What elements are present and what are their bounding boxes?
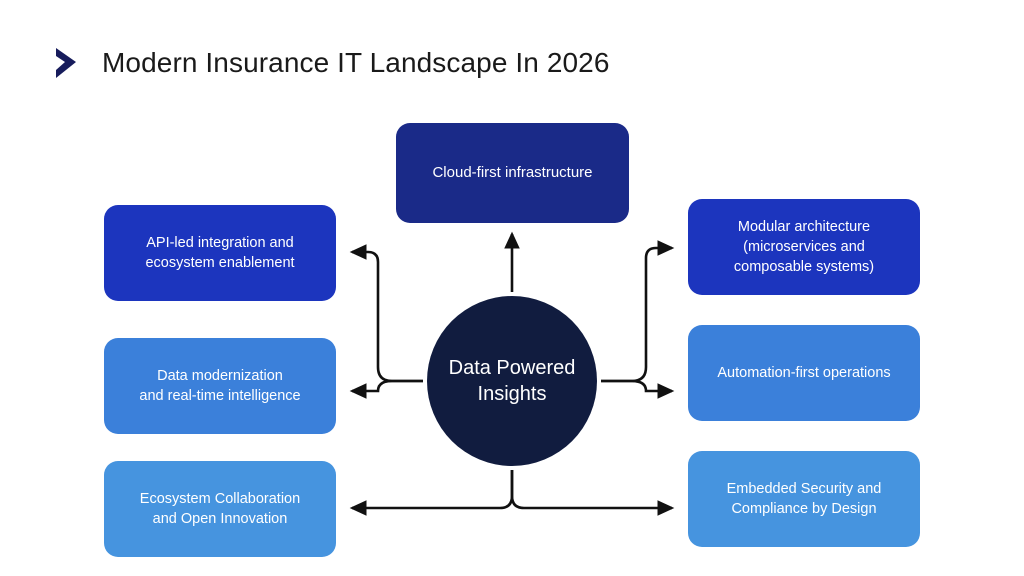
node-embedded-security-compliance[interactable]: Embedded Security and Compliance by Desi… [688, 451, 920, 547]
node-ecosystem-collaboration[interactable]: Ecosystem Collaboration and Open Innovat… [104, 461, 336, 557]
node-center-data-powered-insights[interactable]: Data Powered Insights [427, 296, 597, 466]
node-label: Modular architecture (microservices and … [733, 219, 875, 275]
node-cloud-first-infrastructure[interactable]: Cloud-first infrastructure [396, 123, 629, 223]
node-label: Embedded Security and Compliance by Desi… [726, 481, 882, 517]
arrow-to-embedded-security [510, 470, 675, 516]
node-label: Cloud-first infrastructure [432, 163, 593, 181]
arrow-to-data-modernization [349, 379, 423, 399]
page-header: Modern Insurance IT Landscape In 2026 [52, 46, 610, 80]
arrow-to-automation-first [601, 379, 675, 399]
page-title: Modern Insurance IT Landscape In 2026 [102, 46, 610, 78]
node-label: API-led integration and ecosystem enable… [145, 235, 295, 271]
node-data-modernization[interactable]: Data modernization and real-time intelli… [104, 338, 336, 434]
node-label: Ecosystem Collaboration and Open Innovat… [139, 491, 301, 527]
arrow-to-modular-architecture [601, 240, 675, 383]
arrow-to-ecosystem-collaboration [349, 470, 514, 516]
node-label: Data modernization and real-time intelli… [139, 368, 301, 404]
node-automation-first-operations[interactable]: Automation-first operations [688, 325, 920, 421]
node-modular-architecture[interactable]: Modular architecture (microservices and … [688, 199, 920, 295]
center-label: Data Powered Insights [448, 356, 576, 405]
node-label: Automation-first operations [717, 365, 891, 381]
node-api-led-integration[interactable]: API-led integration and ecosystem enable… [104, 205, 336, 301]
arrow-to-api-led [349, 244, 423, 383]
chevron-right-icon [56, 48, 76, 78]
